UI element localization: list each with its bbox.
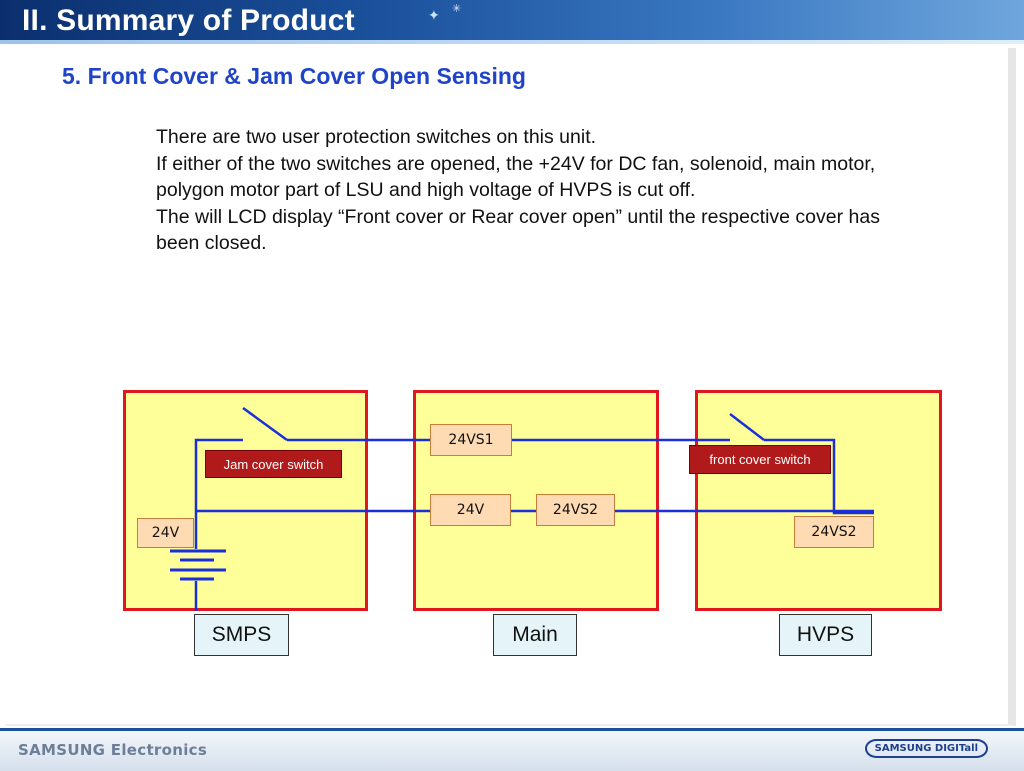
title-accent-line	[0, 40, 1024, 44]
sparkle-icon: ✦	[428, 8, 440, 24]
hvps-unit-label: HVPS	[779, 614, 872, 656]
front-cover-switch-label: front cover switch	[689, 445, 831, 474]
smps-24v-label: 24V	[137, 518, 194, 548]
sparkle-icon: ✳	[452, 2, 462, 15]
main-24vs1-label: 24VS1	[430, 424, 512, 456]
description-line: There are two user protection switches o…	[156, 126, 597, 148]
description-text: There are two user protection switches o…	[156, 124, 886, 257]
smps-module	[123, 390, 368, 611]
hvps-24vs2-label: 24VS2	[794, 516, 874, 548]
main-unit-label: Main	[493, 614, 577, 656]
footer-digitall-logo: SAMSUNG DIGITall	[864, 739, 988, 758]
smps-unit-label: SMPS	[194, 614, 289, 656]
main-24v-label: 24V	[430, 494, 511, 526]
content-frame	[6, 48, 1016, 726]
footer-bar: SAMSUNG Electronics SAMSUNG DIGITall	[0, 728, 1024, 771]
footer-brand-logo: SAMSUNG Electronics	[18, 741, 208, 759]
main-24vs2-label: 24VS2	[536, 494, 615, 526]
section-heading: 5. Front Cover & Jam Cover Open Sensing	[62, 63, 526, 89]
description-line: If either of the two switches are opened…	[156, 152, 876, 202]
slide-title: II. Summary of Product	[22, 4, 355, 37]
description-line: The will LCD display “Front cover or Rea…	[156, 205, 880, 255]
title-bar: II. Summary of Product ✦ ✳	[0, 0, 1024, 44]
jam-cover-switch-label: Jam cover switch	[205, 450, 342, 478]
hvps-module	[695, 390, 942, 611]
